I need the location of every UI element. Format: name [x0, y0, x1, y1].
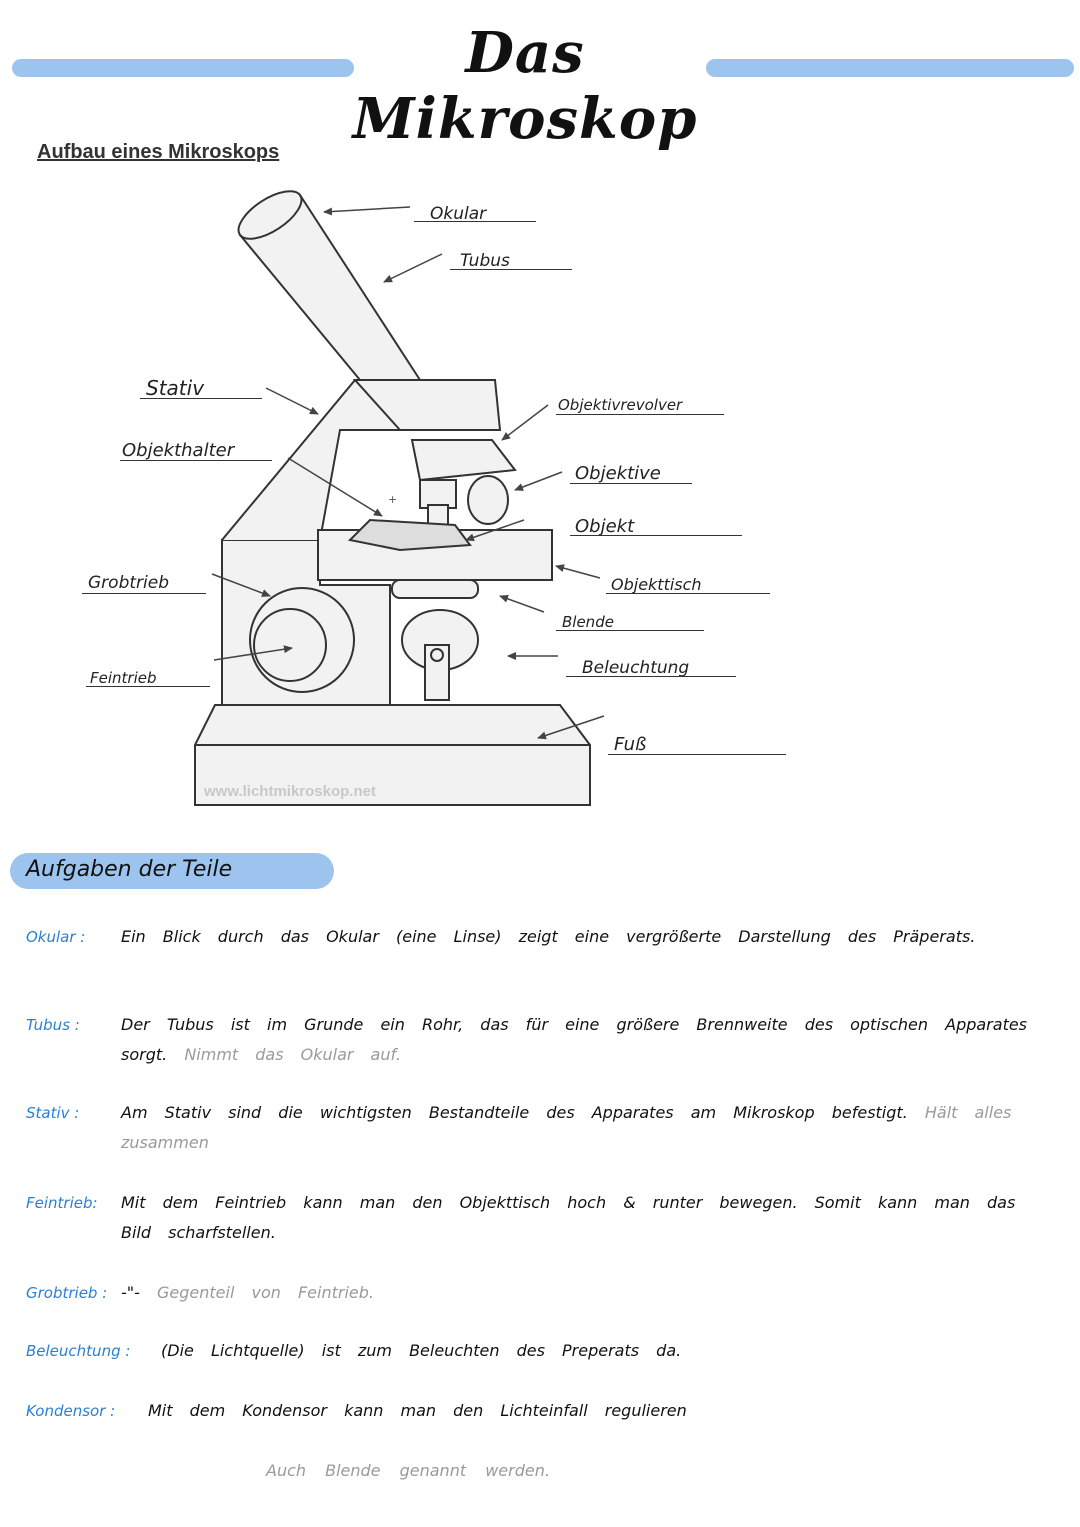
- entry-text: -"- Gegenteil von Feintrieb.: [121, 1283, 374, 1302]
- entry-text: Am Stativ sind die wichtigsten Bestandte…: [121, 1103, 1012, 1152]
- label-underline: [140, 398, 262, 399]
- entry-grobtrieb: Grobtrieb : -"- Gegenteil von Feintrieb.: [26, 1278, 1066, 1310]
- crosshair-mark: +: [388, 493, 397, 506]
- entry-text: Ein Blick durch das Okular (eine Linse) …: [121, 927, 976, 946]
- label-underline: [566, 676, 736, 677]
- label-objekttisch: Objekttisch: [611, 575, 702, 594]
- label-underline: [86, 686, 210, 687]
- microscope-drawing: [194, 190, 591, 806]
- section-header-pill: [10, 853, 334, 889]
- diagram-subtitle: Aufbau eines Mikroskops: [37, 141, 280, 163]
- microscope-diagram: +: [194, 190, 605, 806]
- entry-text: (Die Lichtquelle) ist zum Beleuchten des…: [161, 1341, 682, 1360]
- label-grobtrieb: Grobtrieb: [88, 573, 169, 593]
- entry-okular: Okular : Ein Blick durch das Okular (ein…: [26, 922, 1066, 984]
- section-title: Aufgaben der Teile: [26, 857, 233, 882]
- label-objektivrevolver: Objektivrevolver: [558, 396, 683, 414]
- entry-text: Mit dem Feintrieb kann man den Objekttis…: [121, 1193, 1016, 1242]
- entry-term: Feintrieb:: [26, 1194, 98, 1212]
- label-tubus: Tubus: [460, 251, 510, 271]
- entry-term: Okular :: [26, 928, 86, 946]
- label-objekt: Objekt: [575, 516, 635, 537]
- label-underline: [120, 460, 272, 461]
- entry-tubus: Tubus : Der Tubus ist im Grunde ein Rohr…: [26, 1010, 1066, 1072]
- label-okular: Okular: [430, 204, 487, 224]
- label-beleuchtung: Beleuchtung: [582, 658, 690, 678]
- title-bar-left: [12, 59, 354, 77]
- entry-term: Stativ :: [26, 1104, 80, 1122]
- entry-text: Mit dem Kondensor kann man den Lichteinf…: [148, 1401, 687, 1420]
- label-underline: [606, 593, 770, 594]
- label-objektive: Objektive: [575, 463, 661, 484]
- label-fuss: Fuß: [614, 734, 647, 755]
- label-arrows: [211, 206, 605, 740]
- label-underline: [556, 414, 724, 415]
- label-underline: [570, 535, 742, 536]
- watermark-url: www.lichtmikroskop.net: [204, 783, 376, 800]
- page-title: Das Mikroskop: [352, 20, 698, 152]
- entry-text: Der Tubus ist im Grunde ein Rohr, das fü…: [121, 1015, 1028, 1064]
- label-feintrieb: Feintrieb: [90, 669, 157, 687]
- entry-beleuchtung: Beleuchtung : (Die Lichtquelle) ist zum …: [26, 1336, 1066, 1368]
- label-underline: [82, 593, 206, 594]
- entry-term: Kondensor :: [26, 1402, 116, 1420]
- label-underline: [450, 269, 572, 270]
- entry-kondensor: Kondensor : Mit dem Kondensor kann man d…: [26, 1396, 1066, 1496]
- label-underline: [608, 754, 786, 755]
- label-stativ: Stativ: [146, 376, 205, 400]
- label-objekthalter: Objekthalter: [122, 440, 235, 461]
- entry-term: Tubus :: [26, 1016, 80, 1034]
- entry-stativ: Stativ : Am Stativ sind die wichtigsten …: [26, 1098, 1066, 1160]
- label-blende: Blende: [562, 613, 614, 631]
- entry-term: Beleuchtung :: [26, 1342, 131, 1360]
- label-underline: [556, 630, 704, 631]
- title-bar-right: [706, 59, 1074, 77]
- entry-term: Grobtrieb :: [26, 1284, 108, 1302]
- label-underline: [414, 221, 536, 222]
- label-underline: [570, 483, 692, 484]
- entry-note: Auch Blende genannt werden.: [266, 1461, 550, 1480]
- entry-feintrieb: Feintrieb: Mit dem Feintrieb kann man de…: [26, 1188, 1066, 1250]
